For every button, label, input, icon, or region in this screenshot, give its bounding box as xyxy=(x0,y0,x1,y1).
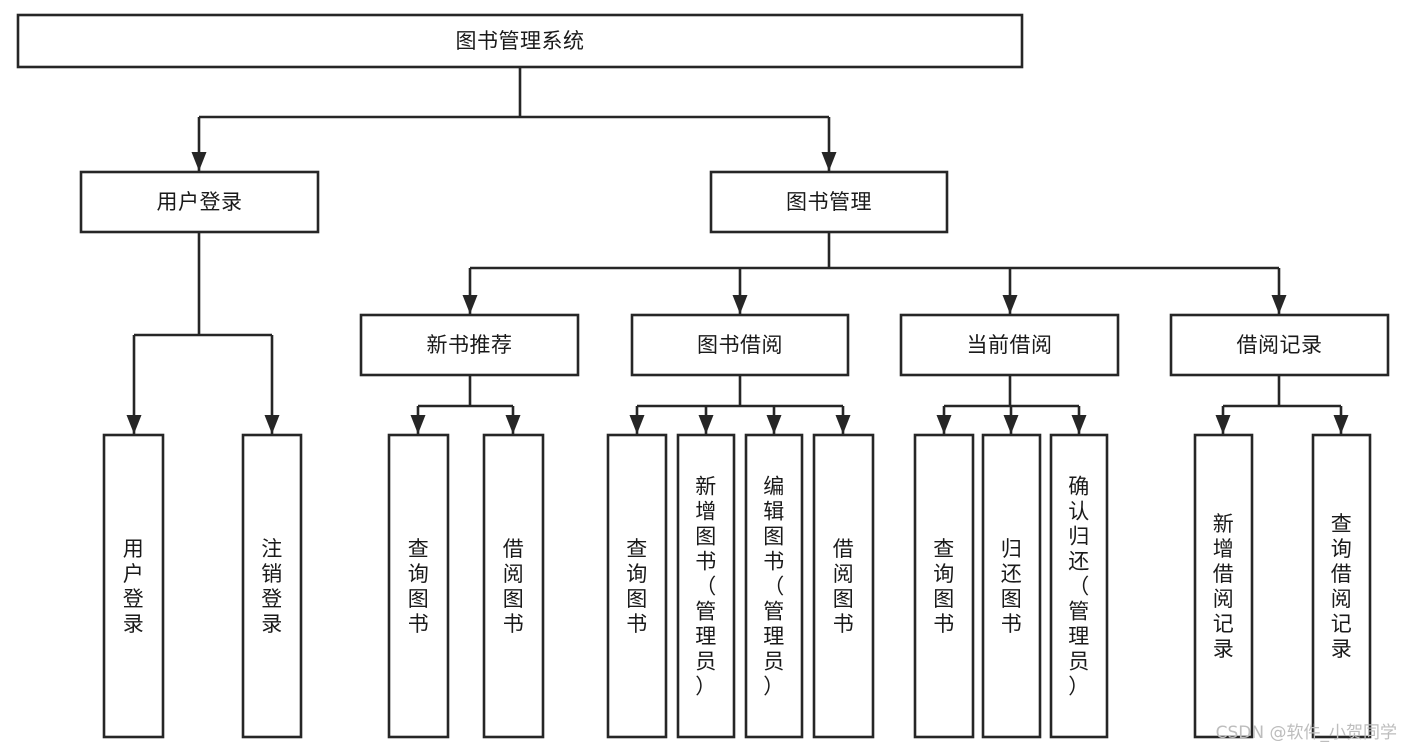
arrow-head-icon xyxy=(264,415,280,434)
arrow-head-icon xyxy=(936,415,952,434)
node-box-leaf-logout[interactable] xyxy=(241,433,303,739)
node-leaf-add-borrow-record[interactable]: 新增借阅记录 xyxy=(1193,433,1254,739)
node-leaf-add-book[interactable]: 新增图书（管理员） xyxy=(676,433,736,739)
connector-edge-user-login-children xyxy=(126,232,280,434)
node-box-leaf-query-borrow-record[interactable] xyxy=(1311,433,1372,739)
node-box-new-book-recommend[interactable] xyxy=(359,313,580,377)
node-leaf-borrow-book-recommend[interactable]: 借阅图书 xyxy=(482,433,545,739)
arrow-head-icon xyxy=(505,415,521,434)
node-leaf-logout[interactable]: 注销登录 xyxy=(241,433,303,739)
arrow-head-icon xyxy=(821,152,837,171)
node-leaf-edit-book[interactable]: 编辑图书（管理员） xyxy=(744,433,804,739)
node-leaf-query-borrow-record[interactable]: 查询借阅记录 xyxy=(1311,433,1372,739)
arrow-head-icon xyxy=(1215,415,1231,434)
node-borrow-record[interactable]: 借阅记录 xyxy=(1169,313,1390,377)
connector-edge-root-trunk xyxy=(191,67,837,171)
arrow-head-icon xyxy=(766,415,782,434)
arrow-head-icon xyxy=(732,295,748,314)
node-box-current-borrow[interactable] xyxy=(899,313,1120,377)
node-label-leaf-borrow-book-recommend: 借阅图书 xyxy=(503,537,525,636)
arrow-head-icon xyxy=(835,415,851,434)
arrow-head-icon xyxy=(410,415,426,434)
arrow-head-icon xyxy=(1071,415,1087,434)
node-box-leaf-query-book-borrow[interactable] xyxy=(606,433,668,739)
connector-edge-borrow-record-children xyxy=(1215,375,1349,434)
node-leaf-confirm-return[interactable]: 确认归还（管理员） xyxy=(1049,433,1109,739)
node-box-leaf-query-book-recommend[interactable] xyxy=(387,433,450,739)
arrow-head-icon xyxy=(629,415,645,434)
node-label-book-management: 图书管理 xyxy=(786,190,872,214)
node-label-leaf-return-book: 归还图书 xyxy=(1001,537,1023,636)
node-box-leaf-add-book[interactable] xyxy=(676,433,736,739)
arrow-head-icon xyxy=(1333,415,1349,434)
connectors-layer xyxy=(126,67,1349,434)
arrow-head-icon xyxy=(698,415,714,434)
node-label-leaf-borrow-book: 借阅图书 xyxy=(833,537,855,636)
node-label-leaf-logout: 注销登录 xyxy=(261,537,283,636)
node-box-leaf-add-borrow-record[interactable] xyxy=(1193,433,1254,739)
node-label-leaf-add-book: 新增图书（管理员） xyxy=(695,475,717,699)
node-label-leaf-confirm-return: 确认归还（管理员） xyxy=(1068,475,1090,699)
connector-edge-new-book-children xyxy=(410,375,521,434)
node-box-borrow-record[interactable] xyxy=(1169,313,1390,377)
arrow-head-icon xyxy=(126,415,142,434)
node-box-leaf-borrow-book[interactable] xyxy=(812,433,875,739)
node-current-borrow[interactable]: 当前借阅 xyxy=(899,313,1120,377)
arrow-head-icon xyxy=(462,295,478,314)
node-leaf-user-login[interactable]: 用户登录 xyxy=(102,433,165,739)
node-label-leaf-query-book-current: 查询图书 xyxy=(933,537,955,636)
node-leaf-query-book-current[interactable]: 查询图书 xyxy=(913,433,975,739)
node-new-book-recommend[interactable]: 新书推荐 xyxy=(359,313,580,377)
arrow-head-icon xyxy=(1003,415,1019,434)
node-box-leaf-edit-book[interactable] xyxy=(744,433,804,739)
node-label-borrow-record: 借阅记录 xyxy=(1237,333,1323,357)
node-box-leaf-query-book-current[interactable] xyxy=(913,433,975,739)
connector-edge-book-management-children xyxy=(462,232,1287,314)
connector-edge-book-borrow-children xyxy=(629,375,851,434)
node-box-leaf-user-login[interactable] xyxy=(102,433,165,739)
node-user-login[interactable]: 用户登录 xyxy=(79,170,320,234)
node-leaf-return-book[interactable]: 归还图书 xyxy=(981,433,1042,739)
node-label-leaf-query-borrow-record: 查询借阅记录 xyxy=(1331,512,1353,661)
node-book-borrow[interactable]: 图书借阅 xyxy=(630,313,850,377)
node-label-leaf-add-borrow-record: 新增借阅记录 xyxy=(1213,512,1235,661)
arrow-head-icon xyxy=(191,152,207,171)
node-box-leaf-borrow-book-recommend[interactable] xyxy=(482,433,545,739)
node-label-leaf-user-login: 用户登录 xyxy=(123,537,145,636)
node-label-root: 图书管理系统 xyxy=(456,29,585,53)
node-book-management[interactable]: 图书管理 xyxy=(709,170,949,234)
node-label-current-borrow: 当前借阅 xyxy=(967,333,1053,357)
node-leaf-query-book-recommend[interactable]: 查询图书 xyxy=(387,433,450,739)
node-box-user-login[interactable] xyxy=(79,170,320,234)
node-leaf-query-book-borrow[interactable]: 查询图书 xyxy=(606,433,668,739)
node-leaf-borrow-book[interactable]: 借阅图书 xyxy=(812,433,875,739)
arrow-head-icon xyxy=(1271,295,1287,314)
node-box-leaf-confirm-return[interactable] xyxy=(1049,433,1109,739)
node-label-leaf-query-book-borrow: 查询图书 xyxy=(626,537,648,636)
nodes-layer: 图书管理系统用户登录图书管理新书推荐图书借阅当前借阅借阅记录用户登录注销登录查询… xyxy=(16,13,1390,739)
node-label-user-login: 用户登录 xyxy=(157,190,243,214)
node-box-root[interactable] xyxy=(16,13,1024,69)
node-label-leaf-edit-book: 编辑图书（管理员） xyxy=(763,475,785,699)
node-label-book-borrow: 图书借阅 xyxy=(697,333,783,357)
node-box-book-management[interactable] xyxy=(709,170,949,234)
connector-edge-current-borrow-children xyxy=(936,375,1087,434)
node-root[interactable]: 图书管理系统 xyxy=(16,13,1024,69)
node-box-book-borrow[interactable] xyxy=(630,313,850,377)
arrow-head-icon xyxy=(1002,295,1018,314)
node-label-new-book-recommend: 新书推荐 xyxy=(427,333,513,357)
node-box-leaf-return-book[interactable] xyxy=(981,433,1042,739)
node-label-leaf-query-book-recommend: 查询图书 xyxy=(408,537,430,636)
